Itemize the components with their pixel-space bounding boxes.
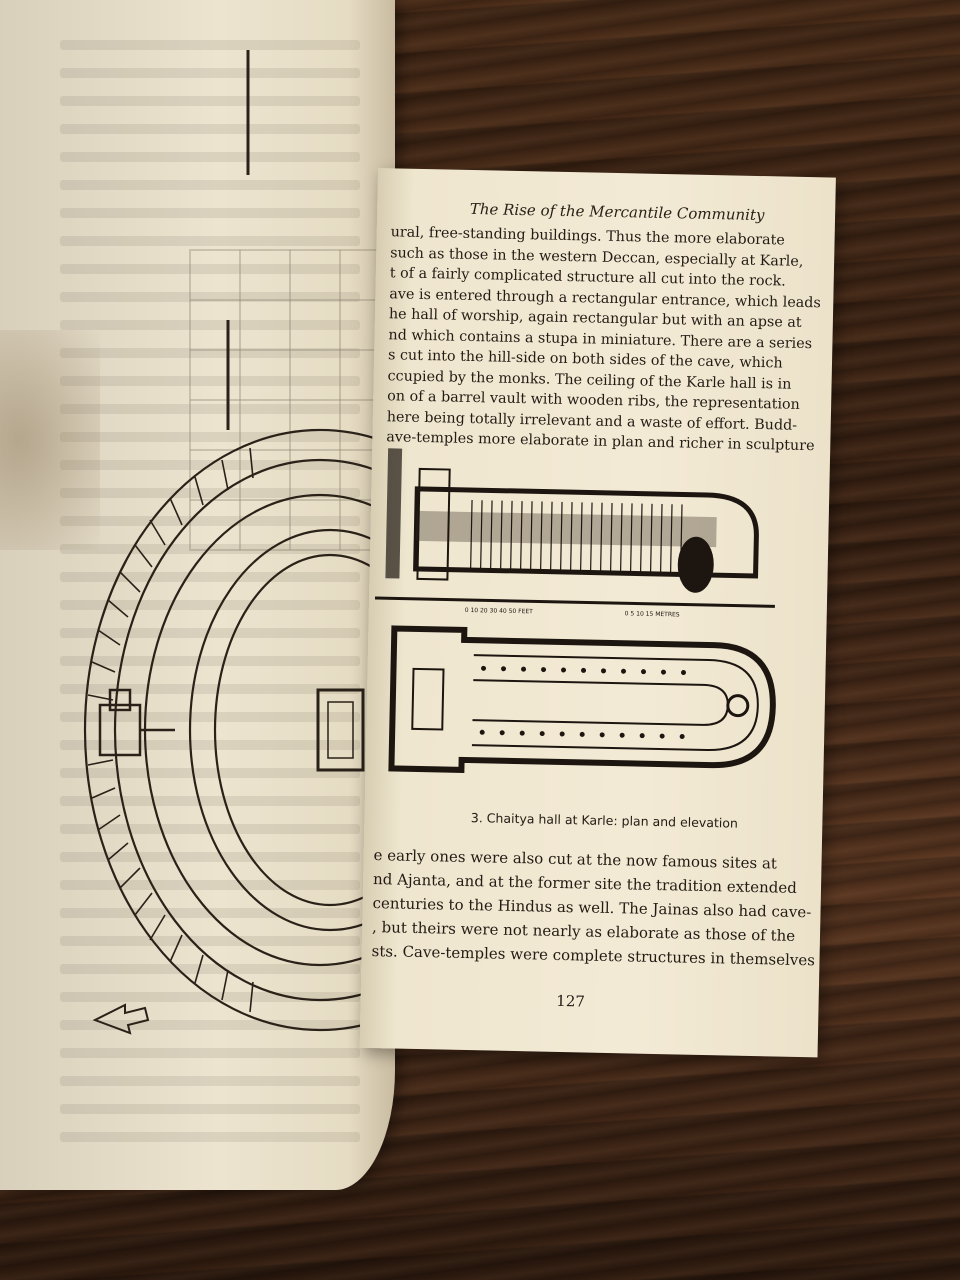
plan-drawing <box>388 625 776 773</box>
scale-label-feet: 0 10 20 30 40 50 FEET <box>465 607 534 615</box>
body-text-top: ural, free-standing buildings. Thus the … <box>386 222 821 456</box>
figure-caption: 3. Chaitya hall at Karle: plan and eleva… <box>470 810 739 831</box>
thumb-shadow <box>0 330 100 550</box>
elevation-drawing: 0 10 20 30 40 50 FEET 0 5 10 15 METRES <box>374 448 775 618</box>
chaitya-hall-figure: 0 10 20 30 40 50 FEET 0 5 10 15 METRES <box>374 448 776 773</box>
left-page <box>0 0 395 1190</box>
running-head: The Rise of the Mercantile Community <box>469 199 765 225</box>
right-page: The Rise of the Mercantile Community ura… <box>359 168 836 1058</box>
scale-label-metres: 0 5 10 15 METRES <box>625 610 680 618</box>
stupa-plan-drawing <box>83 50 395 1035</box>
page-number: 127 <box>556 991 586 1011</box>
body-text-bottom: e early ones were also cut at the now fa… <box>371 843 815 972</box>
